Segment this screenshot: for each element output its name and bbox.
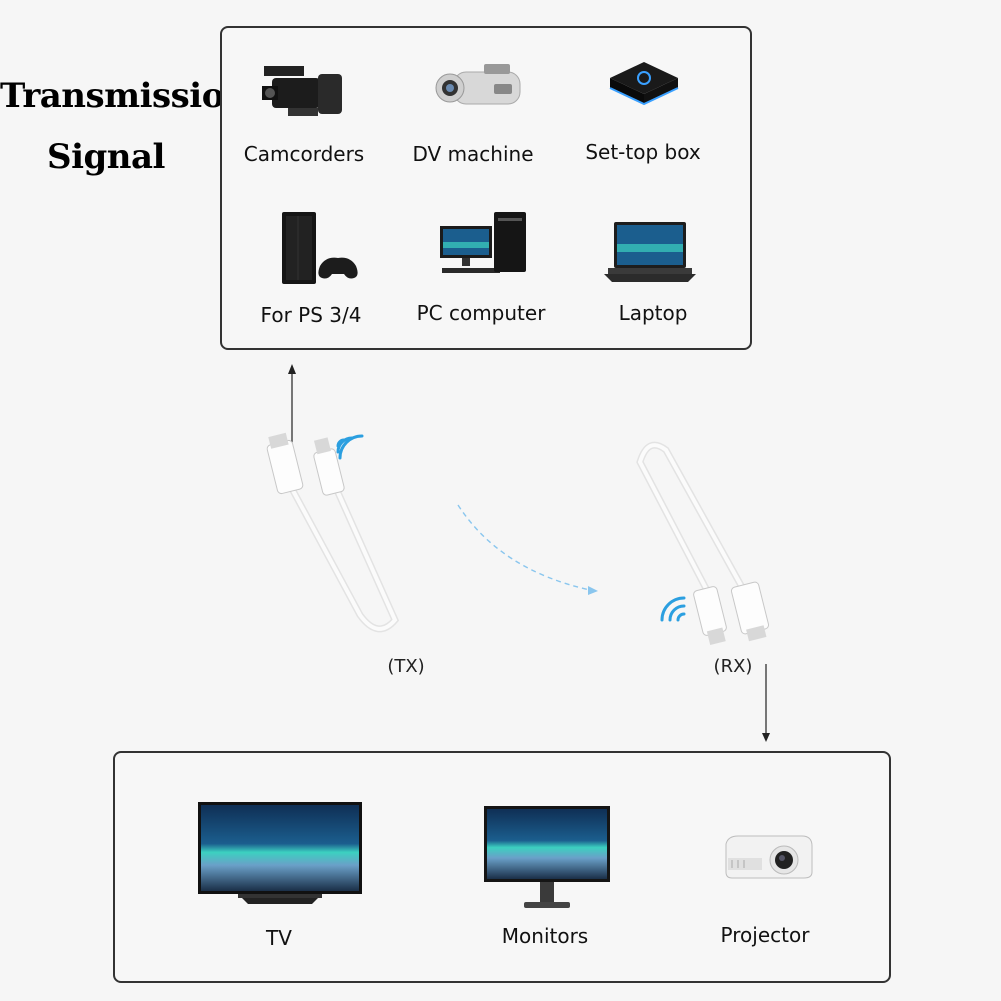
output-label-monitors: Monitors xyxy=(501,924,589,948)
source-label-camcorders: Camcorders xyxy=(243,142,365,166)
source-label-dv-machine: DV machine xyxy=(412,142,534,166)
monitor-icon xyxy=(484,806,610,908)
output-label-tv: TV xyxy=(266,926,292,950)
dv-machine-icon xyxy=(435,64,521,105)
camcorder-icon xyxy=(262,66,342,116)
ps-console-icon xyxy=(282,212,358,284)
source-label-pc-computer: PC computer xyxy=(416,301,546,325)
tv-icon xyxy=(198,802,362,904)
heading-line-2: Signal xyxy=(47,137,165,177)
tx-cable xyxy=(266,432,400,633)
source-label-set-top-box: Set-top box xyxy=(585,140,701,164)
rx-label: (RX) xyxy=(713,656,753,677)
arrow-down-icon xyxy=(762,664,770,742)
rx-wireless-icon xyxy=(660,596,686,622)
pc-computer-icon xyxy=(440,212,526,273)
signal-path xyxy=(457,504,591,591)
arrow-up-icon xyxy=(288,364,296,446)
tx-wireless-icon xyxy=(336,434,364,460)
rx-cable xyxy=(636,441,770,645)
source-label-ps: For PS 3/4 xyxy=(260,303,362,327)
output-label-projector: Projector xyxy=(720,923,810,947)
source-label-laptop: Laptop xyxy=(618,301,688,325)
tx-label: (TX) xyxy=(387,656,425,677)
projector-icon xyxy=(725,835,813,879)
laptop-icon xyxy=(604,222,696,282)
set-top-box-icon xyxy=(609,62,679,106)
heading-line-1: Transmission xyxy=(0,76,249,116)
